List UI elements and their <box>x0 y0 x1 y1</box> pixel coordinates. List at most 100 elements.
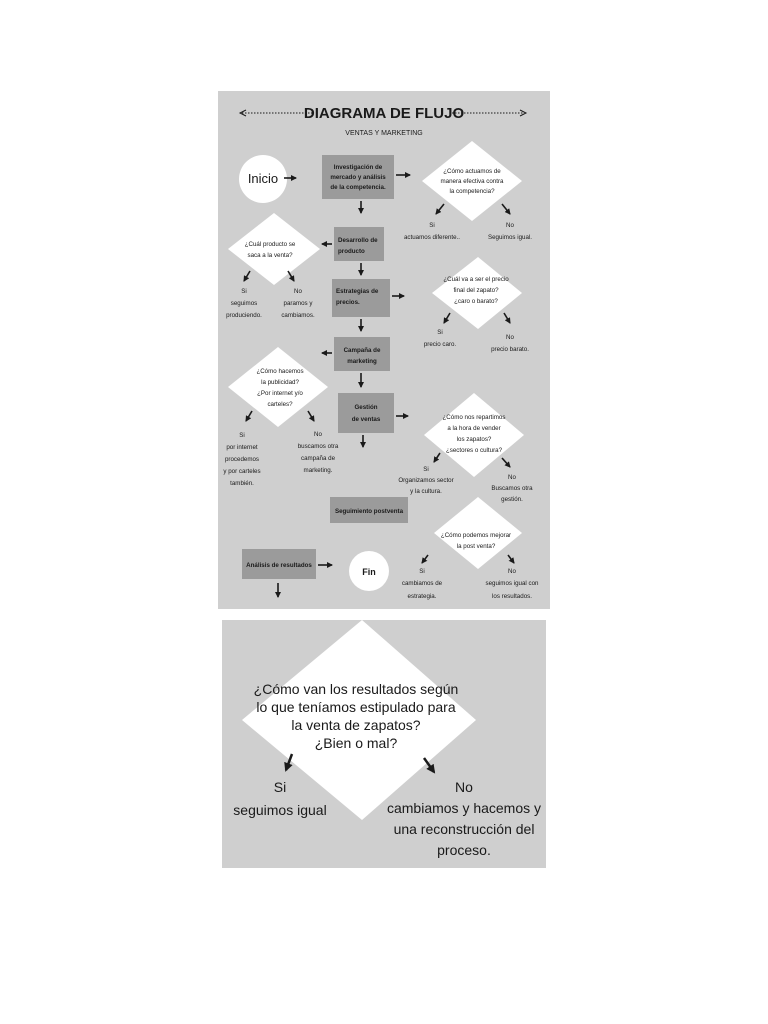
process-box-seguimiento <box>330 497 408 523</box>
decision-label-resultados: ¿Cómo van los resultados según lo que te… <box>254 681 459 751</box>
svg-text:precio caro.: precio caro. <box>424 341 457 348</box>
process-label-campana: Campaña de marketing <box>344 347 381 365</box>
svg-text:estrategia.: estrategia. <box>408 593 437 600</box>
conclusion-canvas: ¿Cómo van los resultados según lo que te… <box>233 620 541 858</box>
arrow <box>435 203 445 215</box>
svg-text:Si: Si <box>429 222 435 229</box>
svg-text:No: No <box>506 222 514 229</box>
svg-text:Estrategias de: Estrategias de <box>336 288 379 295</box>
svg-text:seguimos: seguimos <box>231 300 257 307</box>
answer-precio-no: No precio barato. <box>491 334 529 353</box>
svg-text:produciendo.: produciendo. <box>226 312 262 319</box>
svg-text:procedemos: procedemos <box>225 456 259 463</box>
process-label-investigacion: Investigación de mercado y análisis de l… <box>330 164 386 191</box>
title-arrow-left-icon <box>238 109 247 117</box>
svg-text:carteles?: carteles? <box>267 401 293 408</box>
title-arrow-right-icon <box>519 109 528 117</box>
svg-text:final del zapato?: final del zapato? <box>453 287 499 294</box>
svg-text:y la cultura.: y la cultura. <box>410 488 442 495</box>
svg-text:¿Cómo podemos mejorar: ¿Cómo podemos mejorar <box>441 532 511 539</box>
arrow <box>443 312 451 324</box>
svg-text:saca a la venta?: saca a la venta? <box>247 252 293 259</box>
svg-text:precio barato.: precio barato. <box>491 346 529 353</box>
flowchart-canvas: DIAGRAMA DE FLUJO VENTAS Y MARKETING Ini… <box>223 105 539 600</box>
svg-text:paramos y: paramos y <box>284 300 314 307</box>
arrow <box>245 410 253 422</box>
svg-text:¿sectores o cultura?: ¿sectores o cultura? <box>446 447 503 454</box>
svg-text:lo que teníamos estipulado par: lo que teníamos estipulado para <box>256 699 455 715</box>
svg-text:seguimos igual: seguimos igual <box>233 802 326 818</box>
process-box-desarrollo <box>334 227 384 261</box>
end-node <box>349 551 389 591</box>
arrow <box>307 410 315 422</box>
decision-producto <box>228 213 320 285</box>
answer-resultados-no: No cambiamos y hacemos y una reconstrucc… <box>387 779 541 858</box>
svg-text:marketing: marketing <box>347 358 377 365</box>
svg-text:una reconstrucción del: una reconstrucción del <box>394 821 535 837</box>
svg-text:Organizamos sector: Organizamos sector <box>398 477 453 484</box>
arrow <box>422 757 436 774</box>
svg-text:No: No <box>314 431 322 438</box>
answer-producto-no: No paramos y cambiamos. <box>281 288 315 319</box>
svg-text:de la competencia.: de la competencia. <box>330 184 386 191</box>
svg-text:¿Por internet y/o: ¿Por internet y/o <box>257 390 303 397</box>
arrow <box>503 312 511 324</box>
decision-label-publicidad: ¿Cómo hacemos la publicidad? ¿Por intern… <box>256 368 303 408</box>
svg-text:de ventas: de ventas <box>352 416 381 423</box>
diagram-title: DIAGRAMA DE FLUJO <box>304 105 465 122</box>
svg-text:Buscamos otra: Buscamos otra <box>491 485 533 492</box>
svg-text:¿Cuál producto se: ¿Cuál producto se <box>245 241 296 248</box>
svg-text:la venta de zapatos?: la venta de zapatos? <box>291 717 420 733</box>
process-box-gestion <box>338 393 394 433</box>
svg-text:mercado y análisis: mercado y análisis <box>330 174 386 181</box>
start-node <box>239 155 287 203</box>
svg-text:¿Bien o mal?: ¿Bien o mal? <box>315 735 398 751</box>
svg-text:buscamos otra: buscamos otra <box>298 443 339 450</box>
decision-label-competencia: ¿Cómo actuamos de manera efectiva contra… <box>441 168 504 195</box>
svg-text:precios.: precios. <box>336 299 360 306</box>
decision-publicidad <box>228 347 328 427</box>
svg-text:la post venta?: la post venta? <box>457 543 496 550</box>
svg-text:y por carteles: y por carteles <box>223 468 260 475</box>
svg-text:No: No <box>506 334 514 341</box>
decision-label-postventa: ¿Cómo podemos mejorar la post venta? <box>441 532 511 550</box>
svg-text:gestión.: gestión. <box>501 496 523 503</box>
decision-resultados <box>242 620 476 820</box>
process-label-gestion: Gestión de ventas <box>352 404 381 423</box>
answer-competencia-si: Si actuamos diferente.. <box>404 222 460 241</box>
arrow <box>287 270 295 282</box>
svg-text:por internet: por internet <box>226 444 258 451</box>
svg-text:¿Cómo hacemos: ¿Cómo hacemos <box>256 368 303 375</box>
svg-text:¿caro o barato?: ¿caro o barato? <box>454 298 498 305</box>
svg-text:actuamos diferente..: actuamos diferente.. <box>404 234 460 241</box>
answer-publicidad-si: Si por internet procedemos y por cartele… <box>223 432 260 487</box>
svg-text:Si: Si <box>423 466 429 473</box>
svg-text:los resultados.: los resultados. <box>492 593 532 600</box>
answer-repartimos-si: Si Organizamos sector y la cultura. <box>398 466 453 495</box>
decision-precio <box>432 257 522 329</box>
process-label-desarrollo: Desarrollo de producto <box>338 237 378 255</box>
start-label: Inicio <box>248 171 278 186</box>
svg-text:cambiamos.: cambiamos. <box>281 312 315 319</box>
svg-text:Seguimos igual.: Seguimos igual. <box>488 234 532 241</box>
svg-text:Si: Si <box>239 432 245 439</box>
process-box-campana <box>334 337 390 371</box>
process-box-investigacion <box>322 155 394 199</box>
svg-text:Si: Si <box>241 288 247 295</box>
svg-text:también.: también. <box>230 480 254 487</box>
svg-text:Campaña de: Campaña de <box>344 347 381 354</box>
svg-text:a la hora de vender: a la hora de vender <box>447 425 500 432</box>
svg-text:¿Cómo van los resultados según: ¿Cómo van los resultados según <box>254 681 459 697</box>
arrow <box>421 554 429 564</box>
svg-text:campaña de: campaña de <box>301 455 336 462</box>
arrow <box>243 270 251 282</box>
svg-text:¿Cómo nos repartimos: ¿Cómo nos repartimos <box>443 414 506 421</box>
diagram-subtitle: VENTAS Y MARKETING <box>345 130 422 137</box>
svg-text:No: No <box>508 568 516 575</box>
process-box-estrategias <box>332 279 390 317</box>
svg-text:No: No <box>294 288 302 295</box>
svg-text:Investigación de: Investigación de <box>334 164 383 171</box>
answer-publicidad-no: No buscamos otra campaña de marketing. <box>298 431 339 474</box>
decision-label-producto: ¿Cuál producto se saca a la venta? <box>245 241 296 259</box>
svg-text:Si: Si <box>419 568 425 575</box>
